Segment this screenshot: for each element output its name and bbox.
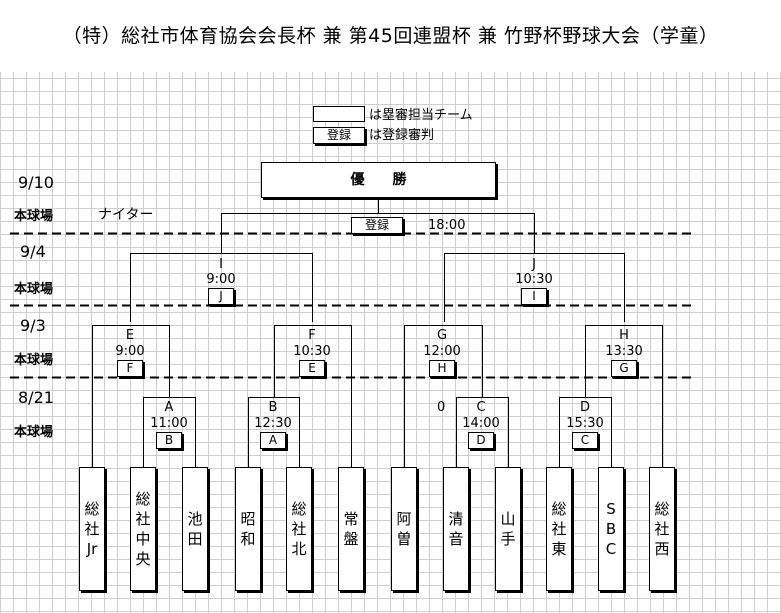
umpire-box: H	[429, 360, 455, 377]
team-name-char: 総	[135, 490, 151, 508]
round-date: 9/10	[18, 173, 54, 192]
team-name-char: 社	[654, 520, 670, 538]
team-name-char: 社	[135, 510, 151, 528]
team-name-char: S	[606, 500, 616, 518]
final-umpire-box: 登録	[351, 217, 403, 234]
umpire-box: C	[572, 432, 598, 449]
match-label: A	[164, 400, 174, 415]
match-label: F	[308, 328, 316, 343]
team-name-char: 阿	[396, 510, 412, 528]
team-name-char: 社	[84, 520, 100, 538]
round-date: 9/3	[20, 316, 46, 335]
team-box: 池 田	[182, 467, 208, 591]
umpire-box: E	[299, 360, 325, 377]
legend-umpire-box	[313, 106, 365, 122]
round-date: 9/4	[20, 242, 46, 261]
round-venue: 本球場	[14, 209, 54, 224]
team-name-char: 社	[291, 520, 307, 538]
match-time: 14:00	[462, 416, 500, 431]
match-time: 10:30	[293, 344, 331, 359]
team-name-char: C	[605, 540, 617, 558]
team-box: 常 盤	[338, 467, 364, 591]
match-label: J	[532, 257, 536, 272]
team-box: 阿 曽	[391, 467, 417, 591]
match-time: 9:00	[115, 344, 145, 359]
match-time: 10:30	[515, 272, 553, 287]
legend-register-text: は登録審判	[369, 128, 435, 143]
team-name-char: 総	[291, 500, 307, 518]
legend-umpire-text: は塁審担当チーム	[369, 108, 473, 123]
team-box: 昭 和	[235, 467, 261, 591]
match-time: 9:00	[206, 272, 236, 287]
team-name-char: 盤	[343, 530, 359, 548]
match-label: D	[579, 400, 591, 415]
match-label: C	[476, 400, 486, 415]
team-name-char: 田	[187, 530, 203, 548]
team-box: 総 社 中 央	[130, 467, 156, 591]
team-name-char: 央	[135, 550, 151, 568]
umpire-box: F	[117, 360, 143, 377]
match-time: 13:30	[605, 344, 643, 359]
round-venue: 本球場	[14, 353, 54, 368]
champion-box: 優勝	[261, 162, 496, 198]
umpire-box: J	[208, 288, 234, 305]
team-name-char: 西	[654, 540, 670, 558]
match-label: H	[619, 328, 629, 343]
team-name-char: 曽	[396, 530, 412, 548]
match-label: G	[436, 328, 448, 343]
team-name-char: 手	[500, 530, 516, 548]
team-name-char: 東	[551, 540, 567, 558]
team-name-char: 北	[291, 540, 307, 558]
night-game-note: ナイター	[98, 207, 154, 223]
team-box: 総 社 西	[649, 467, 675, 591]
match-time: 11:00	[150, 416, 188, 431]
team-name-char: 山	[500, 510, 516, 528]
page-title: （特）総社市体育協会会長杯 兼 第45回連盟杯 兼 竹野杯野球大会（学童）	[0, 0, 781, 72]
team-name-char: 昭	[240, 510, 256, 528]
match-label: E	[125, 328, 135, 343]
team-name-char: 和	[240, 530, 256, 548]
final-time: 18:00	[428, 218, 466, 233]
match-label: I	[219, 257, 223, 272]
team-name-char: 中	[135, 530, 151, 548]
team-box: 山 手	[495, 467, 521, 591]
match-time: 12:00	[423, 344, 461, 359]
team-box: S B C	[598, 467, 624, 591]
match-label: B	[268, 400, 278, 415]
team-name-char: 清	[448, 510, 464, 528]
umpire-box: B	[156, 432, 182, 449]
team-box: 総 社 Jr	[79, 467, 105, 591]
team-box: 総 社 東	[546, 467, 572, 591]
team-box: 総 社 北	[286, 467, 312, 591]
match-time: 15:30	[566, 416, 604, 431]
legend-register-box: 登録	[313, 127, 365, 144]
team-name-char: B	[605, 520, 617, 538]
team-name-char: 音	[448, 530, 464, 548]
team-name-char: 常	[343, 510, 359, 528]
umpire-box: G	[611, 360, 637, 377]
round-venue: 本球場	[14, 282, 54, 297]
team-name-char: 総	[551, 500, 567, 518]
umpire-box: A	[260, 432, 286, 449]
team-name-char: Jr	[86, 540, 98, 558]
umpire-box: D	[468, 432, 494, 449]
round-venue: 本球場	[14, 425, 54, 440]
team-name-char: 総	[654, 500, 670, 518]
match-time: 12:30	[254, 416, 292, 431]
team-box: 清 音	[443, 467, 469, 591]
umpire-box: I	[521, 288, 547, 305]
round-date: 8/21	[18, 388, 54, 407]
team-name-char: 池	[187, 510, 203, 528]
match-score: 0	[437, 400, 446, 415]
team-name-char: 社	[551, 520, 567, 538]
team-name-char: 総	[84, 500, 100, 518]
